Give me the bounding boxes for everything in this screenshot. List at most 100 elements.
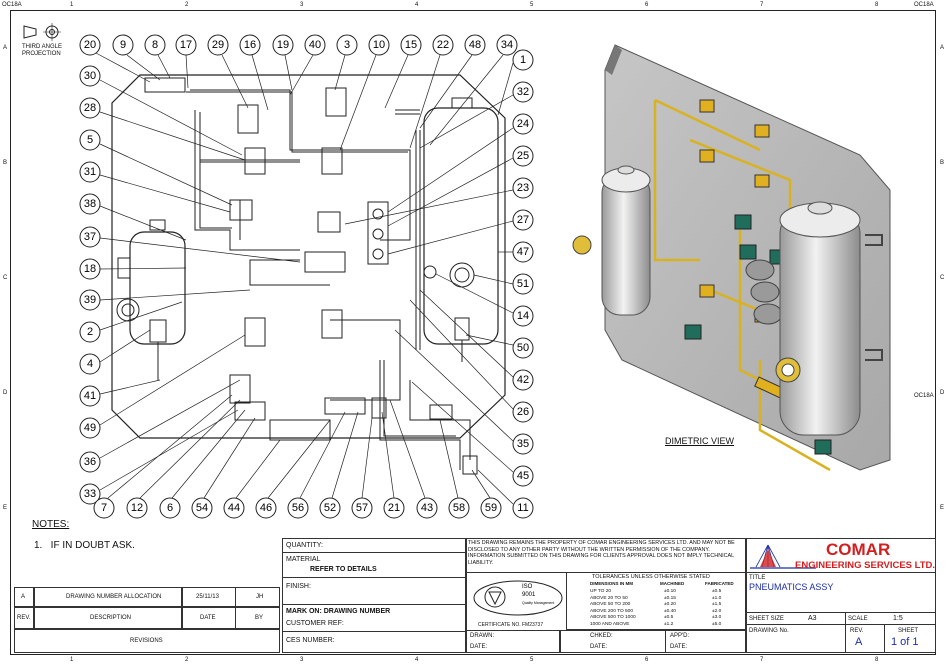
zone-bot-6: 6 bbox=[645, 657, 649, 663]
scale-value: 1:5 bbox=[893, 615, 903, 622]
tolerance-range: ABOVE 200 TO 500 bbox=[590, 608, 634, 614]
tolerance-fabricated: ±1.5 bbox=[712, 602, 722, 607]
balloon: 34 bbox=[501, 39, 513, 51]
tolerance-col-fabricated: FABRICATED bbox=[705, 581, 734, 586]
balloon-group-right: 1 32 24 25 23 27 47 51 14 50 42 26 35 45… bbox=[512, 49, 534, 519]
tolerance-machined: ±0.15 bbox=[664, 595, 676, 601]
zone-side-d-r: D bbox=[940, 390, 945, 396]
sheet-size-label: SHEET SIZE bbox=[749, 616, 784, 622]
tolerance-machined: ±0.5 bbox=[664, 615, 674, 620]
balloon-group-bottom: 7 12 6 54 44 46 56 52 57 21 43 58 59 bbox=[93, 497, 502, 519]
balloon: 8 bbox=[152, 39, 158, 51]
balloon: 33 bbox=[84, 488, 96, 500]
corner-code-right: OC18A bbox=[914, 2, 934, 8]
balloon: 3 bbox=[344, 39, 350, 51]
back-plate-outline bbox=[111, 74, 506, 439]
quantity-label: QUANTITY: bbox=[286, 542, 323, 549]
balloon: 46 bbox=[260, 502, 272, 514]
material-label: MATERIAL bbox=[286, 556, 321, 563]
sheet-value: 1 of 1 bbox=[891, 636, 919, 648]
zone-side-c-r: C bbox=[940, 275, 945, 281]
title-block bbox=[746, 538, 936, 653]
tolerance-fabricated: ±1.0 bbox=[712, 595, 722, 601]
drawn-label: DRAWN: bbox=[470, 633, 495, 639]
valve-components bbox=[144, 77, 478, 475]
balloon: 28 bbox=[84, 102, 96, 114]
balloon: 40 bbox=[309, 39, 321, 51]
front-view: 20 9 8 17 29 16 19 40 3 10 15 22 48 34 3… bbox=[79, 34, 534, 519]
balloon: 39 bbox=[84, 294, 96, 306]
balloon: 51 bbox=[517, 278, 529, 290]
finish-label: FINISH: bbox=[286, 583, 311, 590]
balloon: 56 bbox=[292, 502, 304, 514]
balloon: 21 bbox=[388, 502, 400, 514]
zone-top-3: 3 bbox=[300, 2, 304, 8]
iso-certificate-badge: ISO 9001 Quality Management bbox=[473, 580, 563, 616]
balloon: 45 bbox=[517, 470, 529, 482]
balloon: 37 bbox=[84, 231, 96, 243]
note-item: 1. IF IN DOUBT ASK. bbox=[34, 540, 135, 551]
balloon: 44 bbox=[228, 502, 240, 514]
balloon: 58 bbox=[453, 502, 465, 514]
balloon: 12 bbox=[131, 502, 143, 514]
tolerance-machined: ±0.10 bbox=[664, 589, 676, 594]
revisions-footer: REVISIONS bbox=[130, 638, 163, 644]
zone-bot-4: 4 bbox=[415, 657, 419, 663]
balloon: 26 bbox=[517, 406, 529, 418]
tolerance-range: ABOVE 50 TO 200 bbox=[590, 602, 631, 607]
balloon: 47 bbox=[517, 246, 529, 258]
tolerance-col-dim: DIMENSIONS IN MM bbox=[590, 581, 634, 586]
balloon: 10 bbox=[373, 39, 385, 51]
sheet-size-value: A3 bbox=[808, 615, 817, 622]
balloon: 41 bbox=[84, 390, 96, 402]
drawing-border bbox=[10, 10, 936, 655]
balloon: 4 bbox=[87, 358, 93, 370]
balloon: 49 bbox=[84, 422, 96, 434]
balloon: 18 bbox=[84, 263, 96, 275]
rev-value: A bbox=[855, 636, 863, 648]
balloon: 5 bbox=[87, 134, 93, 146]
balloon: 6 bbox=[167, 502, 173, 514]
drawing-number-label: DRAWING No. bbox=[749, 628, 789, 634]
zone-bot-2: 2 bbox=[185, 657, 189, 663]
checked-label: CHKED: bbox=[590, 633, 613, 639]
tolerance-fabricated: ±5.0 bbox=[712, 621, 722, 627]
zone-top-4: 4 bbox=[415, 2, 419, 8]
balloon-group-top: 20 9 8 17 29 16 19 40 3 10 15 22 48 34 bbox=[79, 34, 518, 56]
mark-on-label: MARK ON: DRAWING NUMBER bbox=[286, 608, 391, 615]
drawing-title: PNEUMATICS ASSY bbox=[749, 582, 834, 592]
balloon: 2 bbox=[87, 326, 93, 338]
title-label: TITLE bbox=[749, 575, 766, 581]
corner-code-mid: OC18A bbox=[914, 393, 934, 399]
rev-label: REV. bbox=[850, 628, 864, 634]
checked-date-label: DATE: bbox=[590, 644, 608, 650]
air-receiver-right bbox=[423, 97, 499, 345]
zone-top-6: 6 bbox=[645, 2, 649, 8]
material-block bbox=[282, 538, 466, 653]
zone-side-a: A bbox=[3, 45, 8, 51]
customer-ref-label: CUSTOMER REF: bbox=[286, 620, 344, 627]
svg-text:ISO: ISO bbox=[522, 584, 533, 590]
corner-code: OC18A bbox=[2, 2, 22, 8]
balloon: 36 bbox=[84, 456, 96, 468]
approved-date-label: DATE: bbox=[670, 644, 688, 650]
dimetric-filters bbox=[745, 259, 783, 325]
rev-letter: A bbox=[21, 594, 26, 600]
balloon: 42 bbox=[517, 374, 529, 386]
tolerance-fabricated: ±2.0 bbox=[712, 608, 722, 614]
balloon: 19 bbox=[277, 39, 289, 51]
company-name: COMAR bbox=[826, 540, 891, 559]
tolerance-range: UP TO 20 bbox=[590, 589, 612, 594]
air-receiver-left bbox=[116, 219, 186, 345]
balloon: 24 bbox=[517, 118, 529, 130]
balloon: 1 bbox=[520, 54, 526, 66]
ces-number-label: CES NUMBER: bbox=[286, 637, 335, 644]
rev-date: 25/11/13 bbox=[196, 594, 219, 600]
by-col-header: BY bbox=[255, 615, 264, 621]
tolerance-range: ABOVE 20 TO 50 bbox=[590, 595, 628, 601]
tolerance-machined: ±1.2 bbox=[664, 621, 674, 627]
balloon: 54 bbox=[196, 502, 208, 514]
zone-top-2: 2 bbox=[185, 2, 189, 8]
balloon: 9 bbox=[120, 39, 126, 51]
zone-bot-8: 8 bbox=[875, 657, 879, 663]
